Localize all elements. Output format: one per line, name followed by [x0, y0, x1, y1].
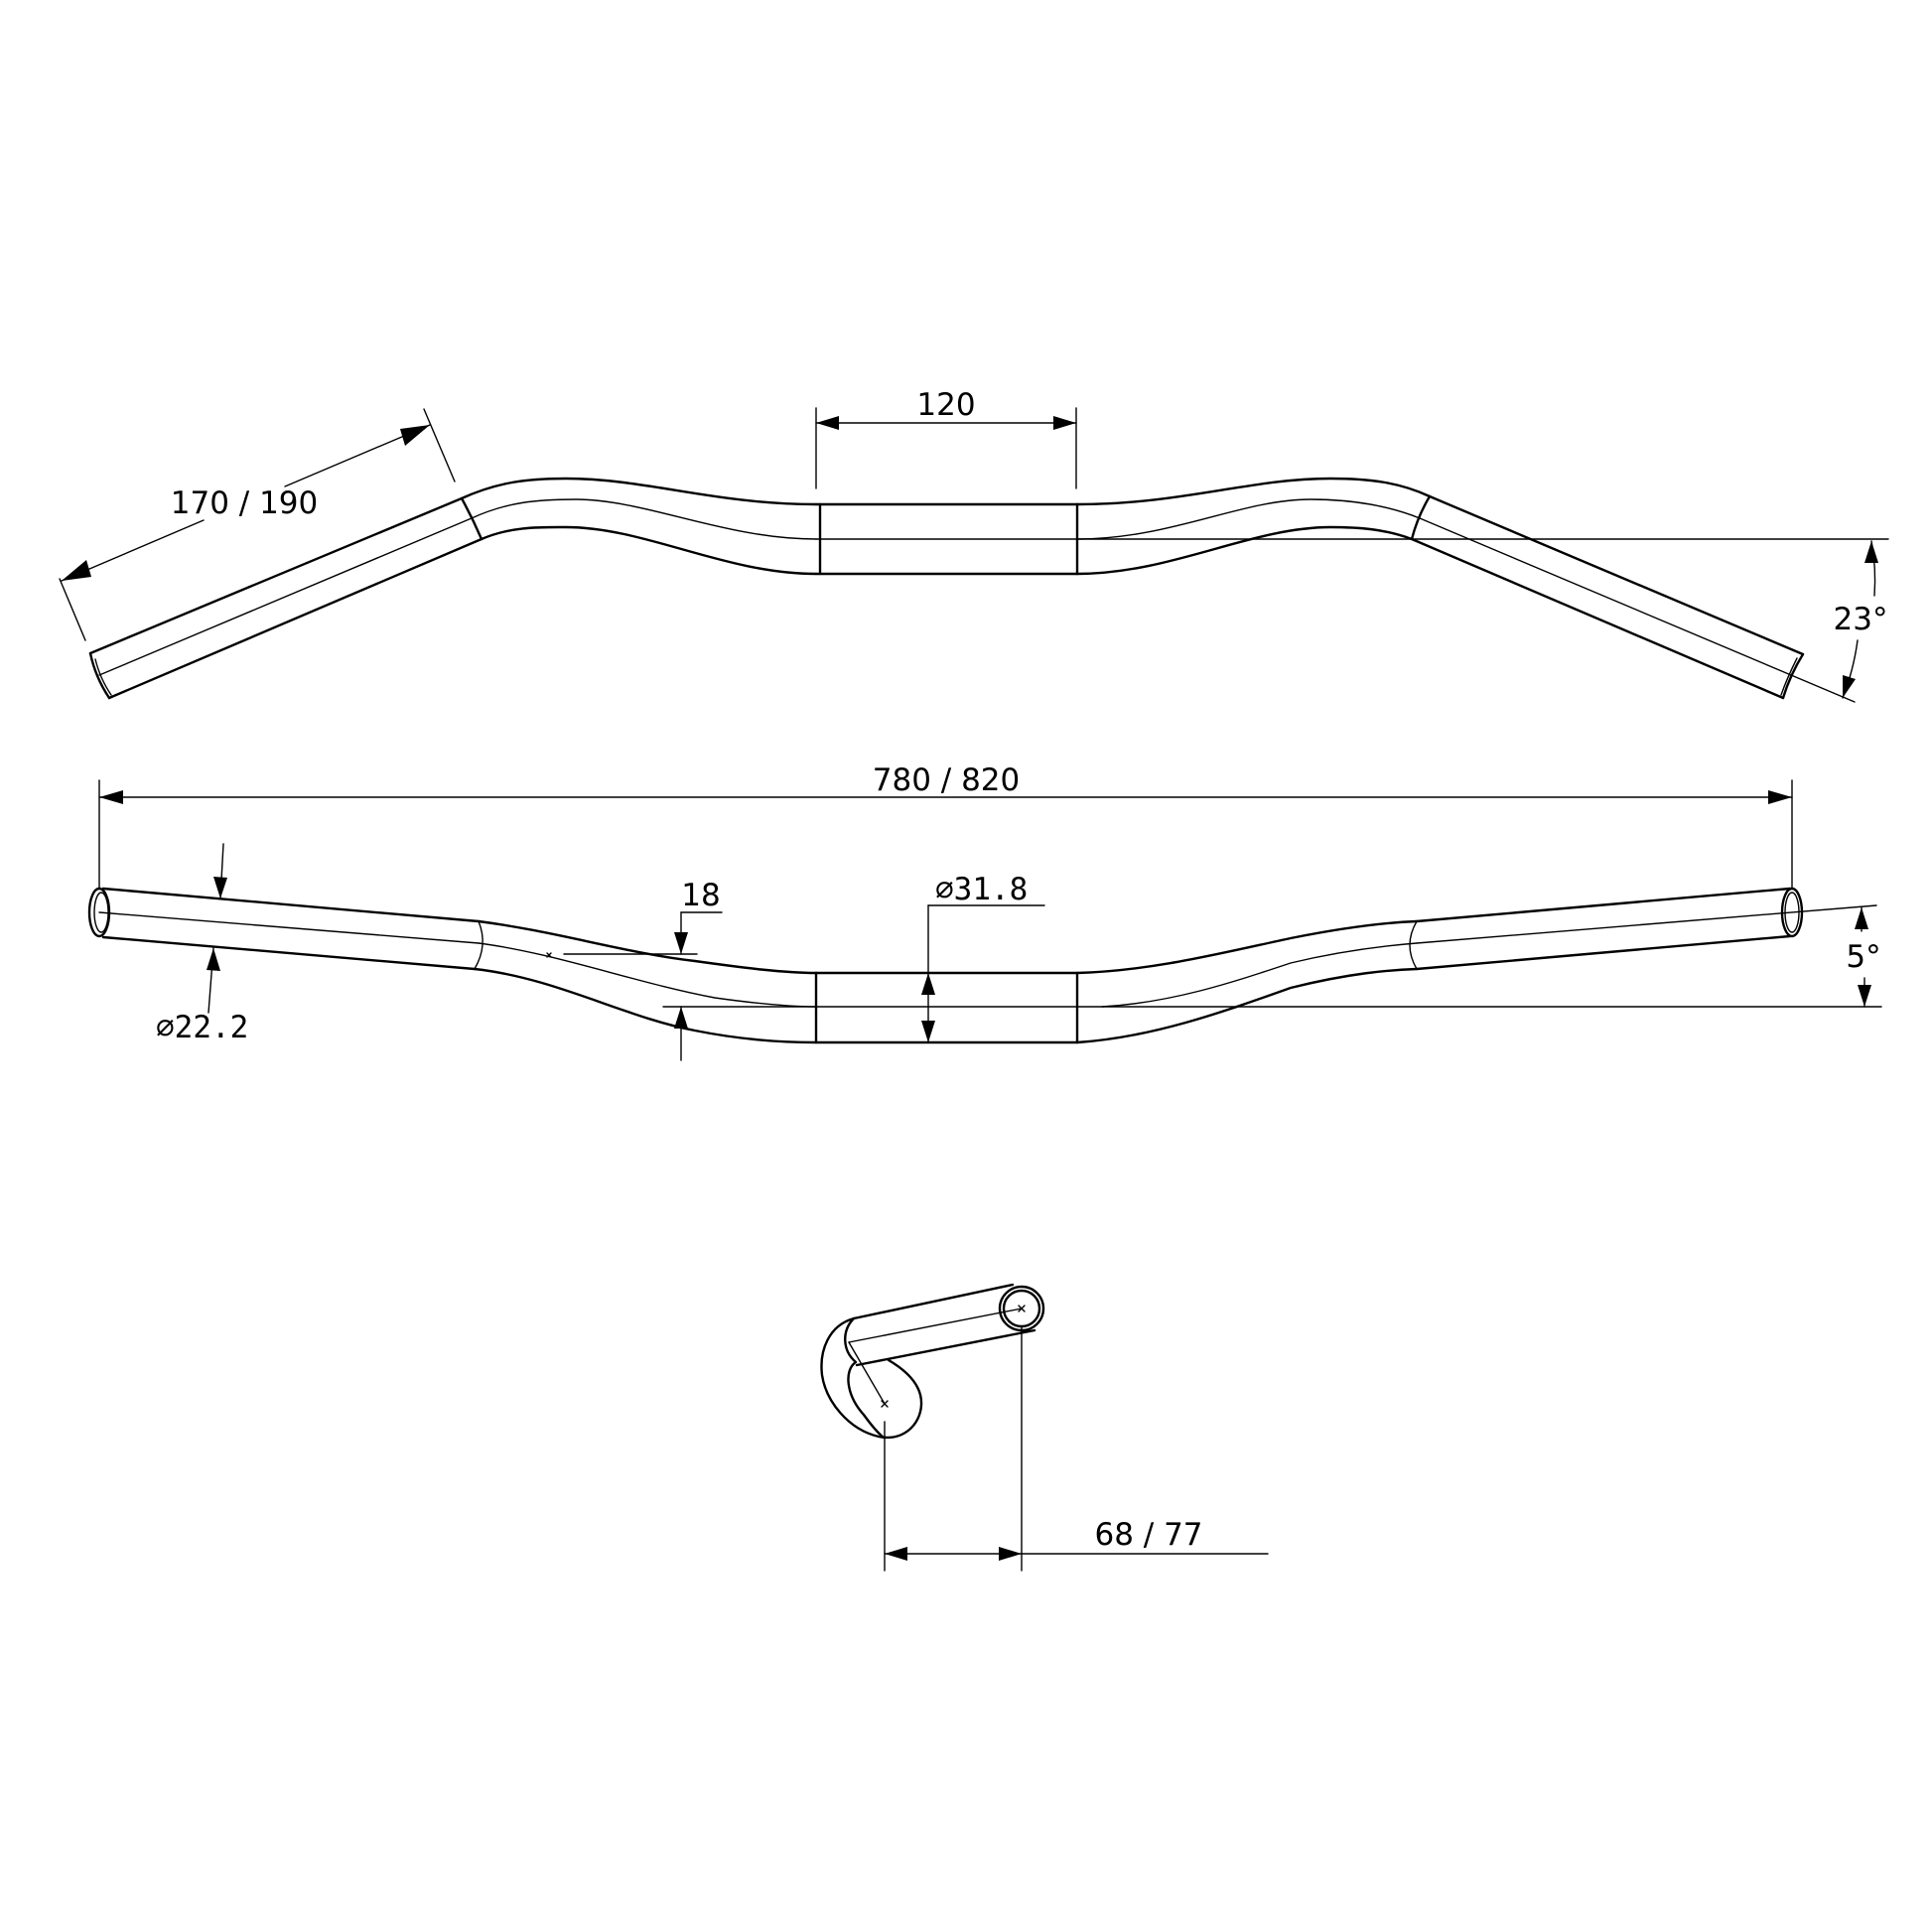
upsweep-angle-label: 5°: [1846, 939, 1880, 975]
offset-label: 68 / 77: [1094, 1517, 1202, 1553]
dim-overall-width: 780 / 820: [98, 762, 1793, 890]
front-view: 780 / 820: [87, 762, 1882, 1061]
front-left-grip: [87, 887, 483, 971]
top-clamp: [814, 502, 1079, 576]
rise-label: 18: [681, 878, 720, 913]
dim-offset: 68 / 77: [884, 1325, 1269, 1572]
front-clamp: [814, 971, 1079, 1044]
dim-grip-length: 170 / 190: [59, 408, 456, 641]
dim-grip-diameter: ⌀22.2: [156, 843, 248, 1045]
top-right-bend: [1075, 477, 1432, 576]
top-view: 170 / 190 120 23°: [59, 387, 1889, 703]
clamp-width-label: 120: [916, 387, 975, 423]
grip-diameter-label: ⌀22.2: [156, 1010, 248, 1045]
dim-rise: 18: [563, 878, 723, 1061]
dim-sweep-angle: 23°: [1076, 538, 1889, 699]
front-left-bend: [473, 919, 818, 1044]
dim-clamp-diameter: ⌀31.8: [921, 872, 1045, 1043]
side-bar-profile: [820, 1283, 1045, 1440]
sweep-angle-label: 23°: [1834, 602, 1888, 637]
dim-upsweep-angle: 5°: [1846, 906, 1881, 1008]
top-left-grip: [88, 496, 483, 700]
front-right-grip: [1415, 887, 1877, 971]
top-right-grip: [1410, 494, 1856, 703]
front-right-bend: [1075, 919, 1419, 1044]
dim-clamp-width: 120: [815, 387, 1077, 489]
grip-length-label: 170 / 190: [171, 485, 319, 521]
top-left-bend: [460, 477, 818, 576]
overall-width-label: 780 / 820: [873, 762, 1021, 798]
side-view: 68 / 77: [820, 1283, 1269, 1572]
clamp-diameter-label: ⌀31.8: [935, 872, 1028, 907]
